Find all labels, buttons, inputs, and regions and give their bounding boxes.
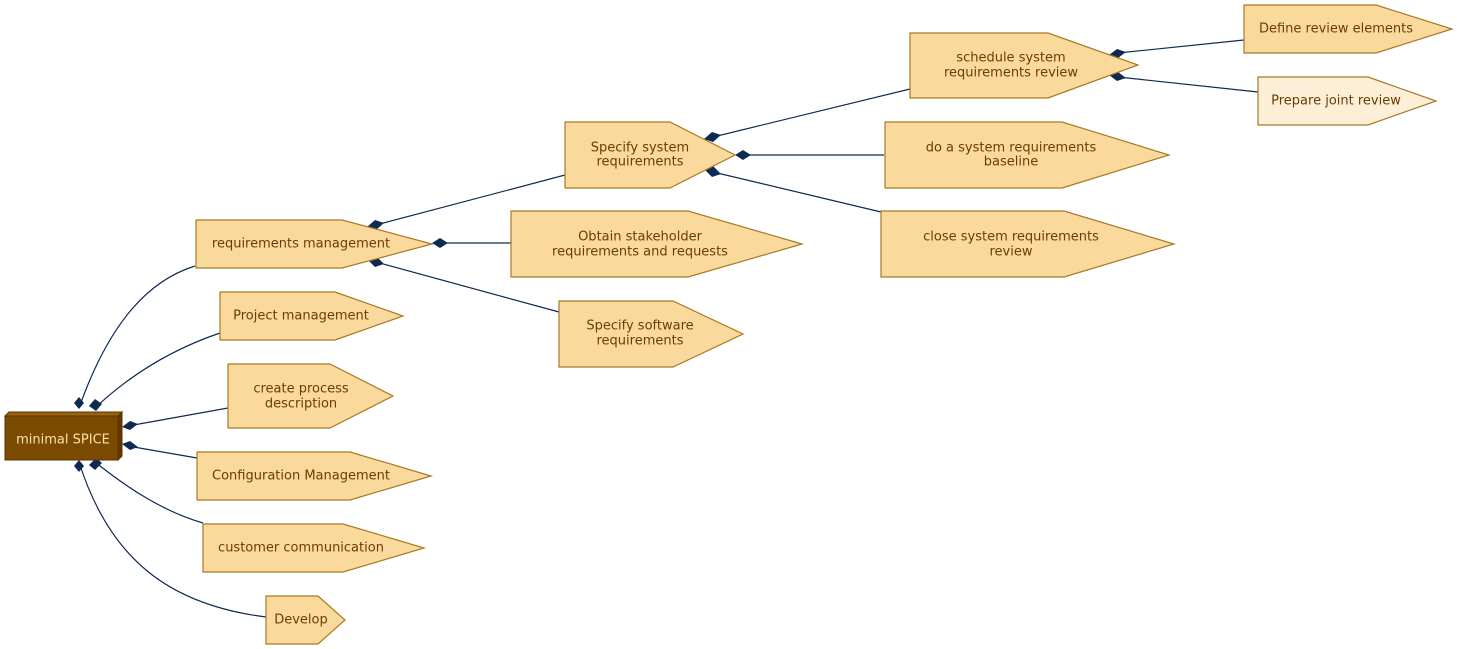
node-label: requirements management (212, 237, 390, 252)
diamond-icon (122, 421, 138, 430)
node-close-system-requirements-review[interactable]: close system requirements review (880, 210, 1177, 278)
edge-reqmgmt-specify-software (375, 261, 560, 313)
node-requirements-management[interactable]: requirements management (195, 219, 435, 269)
node-create-process-description[interactable]: create process description (227, 363, 395, 429)
node-label-line2: review (990, 245, 1033, 260)
edge-root-project-management (94, 332, 221, 409)
node-schedule-system-requirements-review[interactable]: schedule system requirements review (909, 32, 1140, 99)
node-prepare-joint-review[interactable]: Prepare joint review (1257, 76, 1438, 126)
edge-schedule-define-review (1117, 39, 1245, 54)
node-do-system-requirements-baseline[interactable]: do a system requirements baseline (884, 121, 1172, 189)
node-label-line2: requirements and requests (552, 245, 728, 260)
edge-root-configuration-management (127, 445, 198, 459)
edge-specsys-schedule-review (712, 88, 911, 138)
node-label-line2: requirements review (944, 66, 1078, 81)
edge-root-requirements-management (78, 265, 196, 409)
diamond-icon (735, 150, 751, 160)
node-project-management[interactable]: Project management (219, 291, 405, 341)
node-label: Configuration Management (212, 469, 390, 484)
root-label: minimal SPICE (16, 433, 110, 448)
node-label-line2: baseline (984, 155, 1038, 170)
node-label-line1: close system requirements (923, 230, 1099, 245)
node-label-line1: schedule system (956, 51, 1065, 66)
node-label-line1: Specify system (591, 141, 689, 156)
edge-root-create-process-description (127, 407, 229, 427)
diamond-icon (74, 460, 84, 472)
diamond-icon (122, 441, 138, 450)
edge-specsys-close-review (712, 171, 882, 213)
node-label-line1: create process (253, 382, 349, 397)
node-obtain-stakeholder-requirements[interactable]: Obtain stakeholder requirements and requ… (510, 210, 805, 278)
diamond-icon (704, 132, 721, 142)
node-label-line2: requirements (597, 155, 684, 170)
node-specify-software-requirements[interactable]: Specify software requirements (558, 300, 745, 368)
edges (78, 39, 1259, 618)
node-label: customer communication (218, 541, 384, 556)
node-customer-communication[interactable]: customer communication (202, 523, 427, 573)
node-label: Project management (233, 309, 369, 324)
node-configuration-management[interactable]: Configuration Management (196, 451, 434, 501)
diamond-icon (74, 397, 84, 409)
edge-schedule-prepare-joint (1117, 76, 1259, 93)
node-label: Define review elements (1259, 22, 1413, 37)
node-label-line2: description (265, 397, 337, 412)
node-label-line2: requirements (597, 334, 684, 349)
node-label: Prepare joint review (1271, 94, 1401, 109)
edge-root-develop (78, 461, 267, 618)
node-specify-system-requirements[interactable]: Specify system requirements (564, 121, 737, 189)
diamond-icon (89, 399, 102, 411)
root-node-minimal-spice[interactable]: minimal SPICE (3, 410, 124, 462)
diamond-icon (89, 458, 102, 470)
edge-root-customer-communication (94, 461, 204, 524)
node-label-line1: Specify software (586, 319, 693, 334)
node-define-review-elements[interactable]: Define review elements (1243, 4, 1454, 54)
node-label-line1: do a system requirements (926, 141, 1097, 156)
node-label-line1: Obtain stakeholder (578, 230, 702, 245)
node-label: Develop (274, 613, 328, 628)
node-develop[interactable]: Develop (265, 595, 346, 645)
edge-reqmgmt-specify-system (375, 174, 566, 226)
diamond-icon (432, 238, 448, 248)
